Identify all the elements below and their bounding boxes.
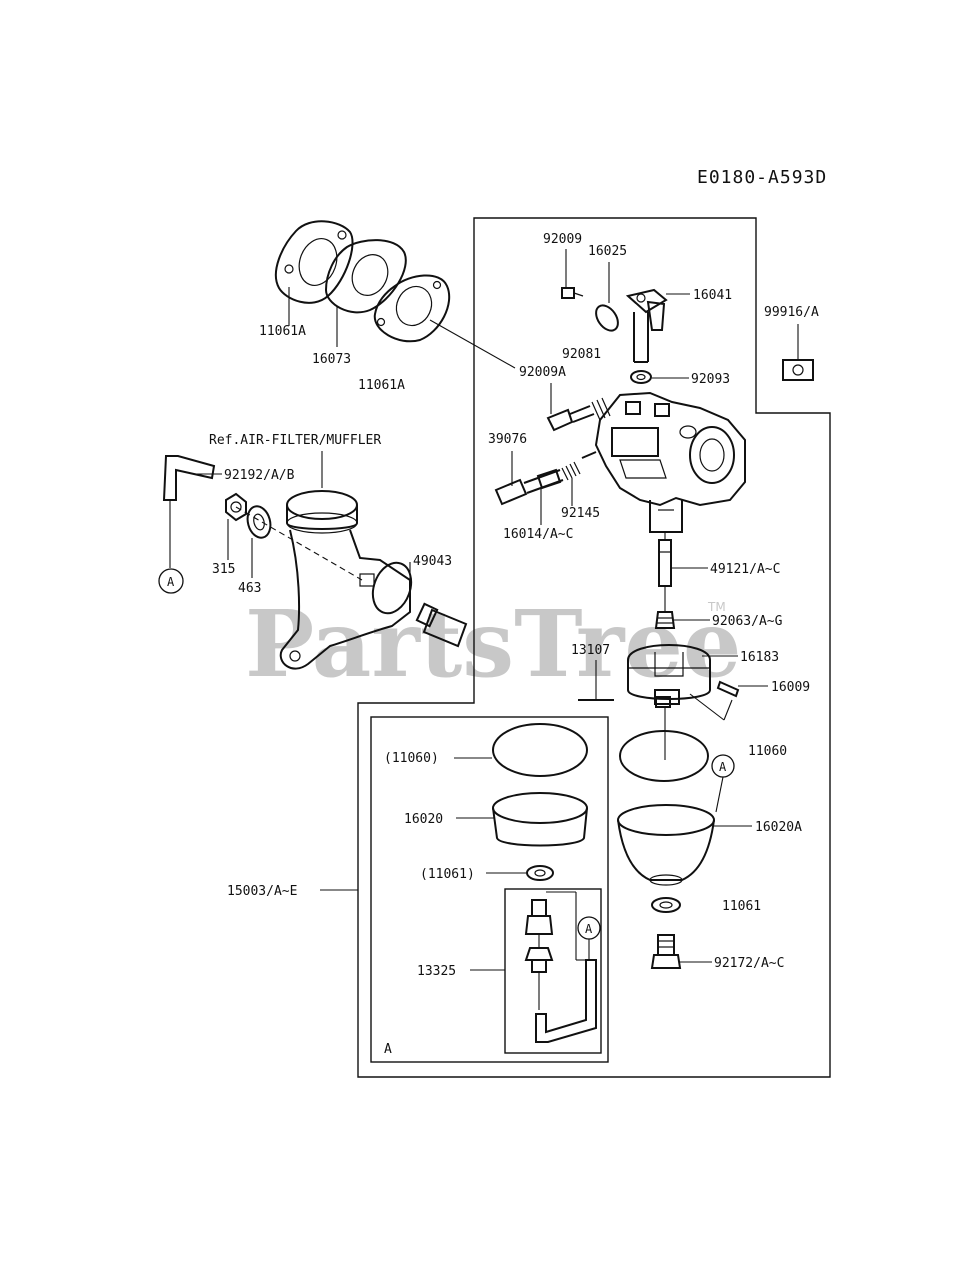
label-16073: 16073 xyxy=(312,352,351,367)
gasket-11061A-right xyxy=(373,274,451,343)
label-92093: 92093 xyxy=(691,372,730,387)
kit-icon xyxy=(792,364,804,376)
label-11060: 11060 xyxy=(748,744,787,759)
spacer-16073 xyxy=(324,239,407,314)
label-463: 463 xyxy=(238,581,261,596)
bowl-kit-frame xyxy=(370,716,609,1063)
label-49121: 49121/A~C xyxy=(710,562,780,577)
leader xyxy=(689,693,725,721)
breather-fitting xyxy=(415,602,468,648)
hose-92192 xyxy=(162,455,216,501)
inset-tag: A xyxy=(384,1042,392,1057)
watermark: PartsTree xyxy=(245,590,741,698)
label-92145: 92145 xyxy=(561,506,600,521)
label-99916: 99916/A xyxy=(764,305,819,320)
nozzle-49121 xyxy=(658,539,672,587)
label-16009: 16009 xyxy=(771,680,810,695)
jet-92063 xyxy=(654,611,676,629)
label-92009: 92009 xyxy=(543,232,582,247)
leader xyxy=(429,319,516,369)
label-92009A: 92009A xyxy=(519,365,566,380)
carburetor-body xyxy=(594,391,746,533)
label-92172: 92172/A~C xyxy=(714,956,784,971)
nut-315 xyxy=(225,492,247,522)
washer-11061 xyxy=(651,897,681,913)
label-92081: 92081 xyxy=(562,347,601,362)
label-16020A: 16020A xyxy=(755,820,802,835)
screw-92009A xyxy=(546,397,611,432)
label-16183: 16183 xyxy=(740,650,779,665)
label-16025: 16025 xyxy=(588,244,627,259)
callout-a-inset-text: A xyxy=(585,922,593,936)
needle-13107 xyxy=(655,696,671,708)
bolt-92172 xyxy=(650,934,682,969)
label-11061: 11061 xyxy=(722,899,761,914)
reference-label: Ref.AIR-FILTER/MUFFLER xyxy=(209,433,381,448)
drain-screw-lower xyxy=(524,947,554,973)
callout-a-left xyxy=(158,568,184,594)
shaft-16041 xyxy=(625,288,668,363)
bowl-16020A xyxy=(617,804,715,886)
jet-16014 xyxy=(536,451,597,490)
oring-11060 xyxy=(619,730,709,782)
label-49043: 49043 xyxy=(413,554,452,569)
kit-box-99916 xyxy=(782,359,814,381)
callout-a-right-text: A xyxy=(719,760,727,774)
label-13107: 13107 xyxy=(571,643,610,658)
carburetor-group-frame xyxy=(357,217,831,1078)
label-15003: 15003/A~E xyxy=(227,884,297,899)
label-16014: 16014/A~C xyxy=(503,527,573,542)
label-315: 315 xyxy=(212,562,235,577)
diagram-code: E0180-A593D xyxy=(697,167,827,188)
label-11061A-right: 11061A xyxy=(358,378,405,393)
washer-463 xyxy=(246,505,272,539)
washer-92093 xyxy=(630,370,652,384)
label-16020: 16020 xyxy=(404,812,443,827)
drain-hose xyxy=(535,959,597,1043)
elbow-49043 xyxy=(279,490,413,670)
trademark-mark: TM xyxy=(707,600,726,614)
callout-a-left-text: A xyxy=(167,575,175,589)
dashed-axis xyxy=(235,506,363,581)
drain-screw-upper xyxy=(524,899,554,935)
screw-92009 xyxy=(561,287,584,299)
leader xyxy=(715,776,724,813)
bowl-16020 xyxy=(492,792,588,847)
pin-16009 xyxy=(716,680,740,698)
float-16183 xyxy=(627,644,711,705)
drain-kit-frame xyxy=(504,888,602,1054)
label-11061A-left: 11061A xyxy=(259,324,306,339)
label-13325: 13325 xyxy=(417,964,456,979)
label-39076: 39076 xyxy=(488,432,527,447)
leader xyxy=(723,699,733,721)
label-11061-kit: (11061) xyxy=(420,867,475,882)
gasket-11061A-left xyxy=(274,220,354,304)
label-16041: 16041 xyxy=(693,288,732,303)
label-11060-kit: (11060) xyxy=(384,751,439,766)
valve-16025 xyxy=(595,304,619,332)
washer-11061-kit xyxy=(526,865,554,881)
label-92192: 92192/A/B xyxy=(224,468,295,483)
label-92063: 92063/A~G xyxy=(712,614,783,629)
screw-39076 xyxy=(494,469,564,506)
oring-11060-kit xyxy=(492,723,588,777)
